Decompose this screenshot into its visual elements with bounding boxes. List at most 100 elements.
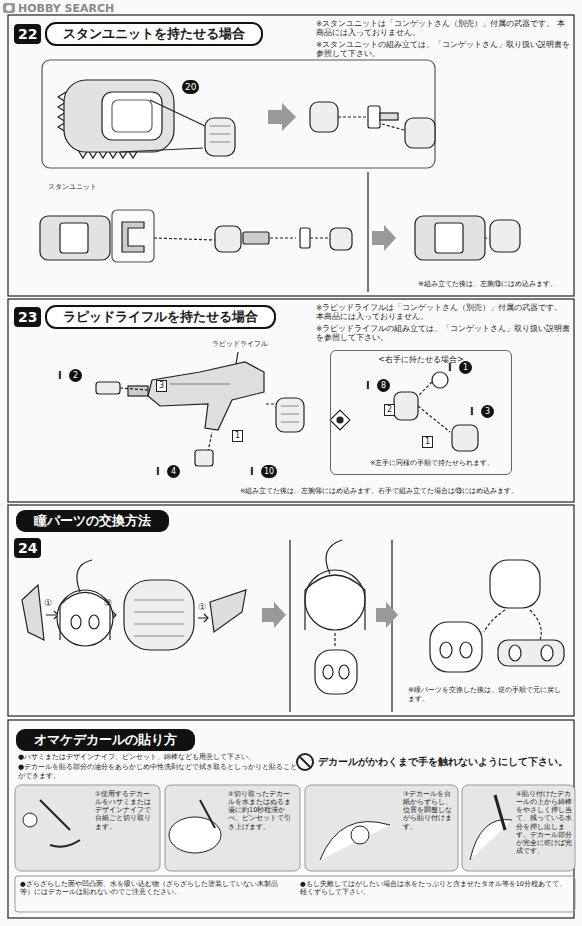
head-drawing — [77, 560, 92, 592]
stun-unit-drawing — [485, 237, 490, 238]
decal-steps — [15, 876, 575, 912]
decal-steps — [299, 756, 311, 768]
stun-unit-drawing — [210, 126, 230, 142]
head-drawing — [460, 642, 472, 658]
head-drawing — [440, 642, 452, 658]
head-drawing — [541, 645, 553, 661]
heading-text: 瞳パーツの交換方法 — [34, 513, 151, 528]
step-text: ③デカールを台紙からずらし、位置を調整しながら貼り付けます。 — [403, 790, 455, 831]
head-drawing — [484, 610, 541, 640]
rifle-drawing — [394, 392, 418, 420]
head-drawing — [124, 580, 194, 650]
runner-letter: I — [250, 466, 254, 479]
head-drawing — [430, 622, 482, 672]
head-drawing — [509, 645, 521, 661]
head-drawing — [315, 650, 357, 694]
bullet-text: ●ハサミまたはデザインナイフ、ピンセット、綿棒なども用意して下さい。 — [18, 753, 298, 762]
note-text: ※スタンユニットは「コンゲットさん（別売）」付属の武器です。 本商品には入ってお… — [316, 19, 571, 38]
part-name: スタンユニット — [48, 183, 97, 192]
rifle-drawing — [337, 417, 343, 423]
order-number: 3 — [156, 380, 167, 392]
stun-unit-drawing — [368, 106, 380, 128]
heading-text: オマケデカールの貼り方 — [34, 732, 177, 747]
head-drawing — [290, 540, 392, 712]
decal-steps — [165, 785, 300, 871]
stun-unit-drawing — [415, 216, 485, 260]
note-text: ※左手に同様の手順で持たせられます。 — [370, 459, 508, 467]
stun-unit-drawing — [405, 118, 435, 148]
runner-letter: I — [470, 406, 474, 419]
part-number: 3 — [481, 405, 494, 418]
step-header: 23ラピッドライフルを持たせる場合 — [14, 305, 276, 329]
step-number: 22 — [14, 24, 41, 44]
stun-unit-drawing — [112, 100, 152, 132]
decal-steps — [40, 800, 80, 847]
runner-letter: I — [448, 362, 452, 375]
stun-unit-drawing — [102, 92, 162, 140]
head-drawing — [71, 615, 81, 629]
decal-steps — [15, 754, 575, 912]
rifle-drawing — [452, 425, 478, 451]
part-number: 4 — [167, 465, 180, 478]
stun-unit-drawing — [435, 223, 463, 253]
decal-steps — [495, 795, 505, 830]
head-drawing — [262, 602, 286, 628]
note-text: ※組み立てた後は、左腕⑬にはめ込みます。 — [418, 280, 557, 289]
order-number: 2 — [384, 404, 395, 416]
head-drawing — [22, 585, 44, 640]
head-drawing — [334, 633, 335, 648]
rifle-drawing — [96, 352, 478, 466]
part-number: 1 — [459, 361, 472, 374]
stun-unit-drawing — [367, 172, 368, 292]
decal-steps — [470, 820, 512, 861]
note-text: ●もし失敗してはがしたい場合は水をたっぷりと含ませたタオル等を10分程あてて、軽… — [300, 880, 570, 896]
order-number: ① — [198, 602, 206, 613]
bullet-text: ●デカールを貼る部分の油分をあらかじめ中性洗剤などで拭き取るとしっかりと貼ること… — [18, 763, 298, 781]
stun-unit-drawing — [243, 232, 269, 244]
decal-steps — [23, 813, 37, 827]
step-text: ④貼り付けたデカールの上から綿棒をやさしく押し当て、残っている水分を押し出します… — [516, 790, 573, 855]
logo-icon — [6, 5, 12, 11]
rifle-drawing — [276, 398, 304, 432]
head-drawing — [60, 593, 110, 641]
stun-unit-drawing — [120, 100, 205, 152]
heading-text: 24 — [18, 540, 37, 556]
note-text: ※ラピッドライフルは「コンゲットさん（別売）」付属の武器です。 本商品には入って… — [316, 303, 571, 322]
runner-letter: I — [156, 466, 160, 479]
head-drawing — [210, 590, 246, 632]
section-frame — [8, 299, 574, 502]
rifle-drawing — [170, 383, 230, 384]
head-drawing — [323, 665, 333, 679]
head-drawing — [57, 590, 113, 646]
head-drawing — [134, 600, 184, 636]
head-drawing — [339, 665, 349, 679]
rifle-drawing — [432, 372, 448, 388]
order-number: 1 — [422, 436, 433, 448]
note-text: ※スタンユニットの組み立ては、「コンゲットさん」取り扱い説明書を参照して下さい。 — [316, 40, 571, 59]
decal-steps — [305, 785, 458, 871]
head-drawing — [305, 575, 365, 630]
stun-unit-drawing — [310, 102, 338, 132]
stun-unit-drawing — [64, 80, 174, 152]
order-number: ② — [104, 598, 112, 609]
decal-steps — [297, 754, 313, 770]
part-number: 20 — [182, 80, 199, 94]
stun-unit-drawing — [40, 216, 110, 260]
step-header: 22スタンユニットを持たせる場合 — [14, 22, 263, 46]
head-drawing — [490, 560, 540, 608]
head-drawing — [498, 640, 564, 666]
head-drawing — [305, 570, 365, 630]
stun-unit-drawing — [205, 118, 235, 156]
stun-unit-drawing — [372, 225, 396, 251]
decal-steps — [169, 817, 221, 853]
stun-unit-drawing — [42, 60, 435, 168]
watermark: HOBBY SEARCH — [18, 2, 114, 16]
rifle-drawing — [330, 410, 350, 430]
step-number: 24 — [14, 538, 41, 558]
decal-steps — [462, 785, 575, 871]
note-text: ※ラピッドライフルの組み立ては、「コンゲットさん」取り扱い説明書を参照して下さい… — [316, 324, 571, 343]
part-number: 2 — [69, 369, 82, 382]
step-text: ①使用するデカールをハサミまたはデザインナイフで台紙ごと切り取ります。 — [95, 790, 155, 831]
runner-letter: I — [58, 370, 62, 383]
